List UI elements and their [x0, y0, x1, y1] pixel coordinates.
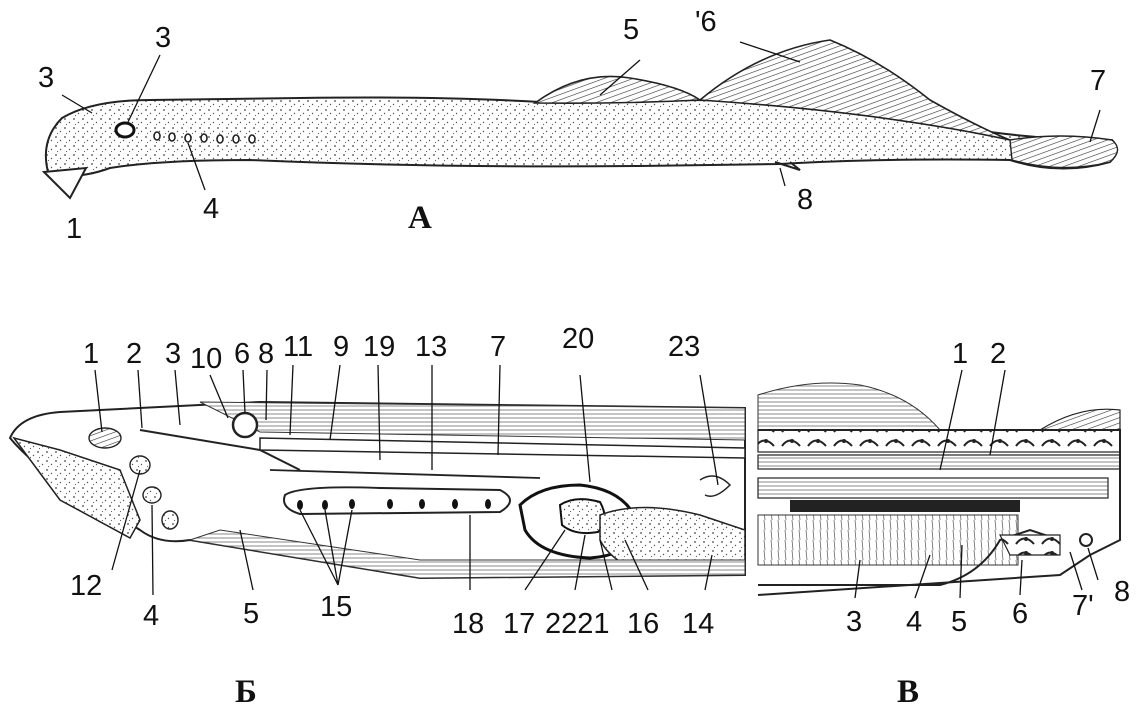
- panel-b-label: 8: [258, 340, 274, 369]
- caudal-fin: [1010, 136, 1118, 168]
- panel-b-label: 5: [243, 600, 259, 629]
- panel-c-label: 7': [1072, 592, 1094, 621]
- panel-a-label: 8: [797, 186, 813, 215]
- panel-b-label: 16: [627, 610, 659, 639]
- panel-a-label: '6: [695, 8, 717, 37]
- panel-b-label: 19: [363, 333, 395, 362]
- panel-b-label: 13: [415, 333, 447, 362]
- eye: [116, 123, 134, 137]
- panel-a-label: 3: [38, 64, 54, 93]
- panel-a-drawing: [44, 40, 1118, 198]
- panel-a-label: 1: [66, 215, 82, 244]
- panel-c-title: В: [897, 676, 919, 709]
- dorsal-aorta-band: [758, 478, 1108, 498]
- panel-b-drawing: [10, 365, 745, 595]
- panel-c-drawing: [758, 370, 1120, 598]
- panel-a-label: 4: [203, 195, 219, 224]
- panel-b-label: 4: [143, 602, 159, 631]
- panel-b-label: 1: [83, 340, 99, 369]
- spinal-cord-band: [758, 430, 1120, 452]
- urogenital-opening: [1080, 534, 1092, 546]
- panel-a-title: А: [408, 202, 432, 235]
- caudal-fin-tip: [1040, 409, 1120, 430]
- brain: [233, 413, 257, 437]
- tongue-cartilage: [89, 428, 121, 448]
- panel-c-label: 4: [906, 608, 922, 637]
- panel-a-label: 3: [155, 24, 171, 53]
- panel-a-label: 5: [623, 16, 639, 45]
- panel-b-label: 3: [165, 340, 181, 369]
- respiratory-tube: [284, 487, 510, 514]
- panel-b-label: 23: [668, 333, 700, 362]
- panel-b-label: 9: [333, 333, 349, 362]
- panel-c-label: 6: [1012, 600, 1028, 629]
- panel-b-label: 10: [190, 345, 222, 374]
- panel-b-title: Б: [235, 676, 257, 709]
- cloaca: [1000, 535, 1060, 555]
- panel-b-label: 6: [234, 340, 250, 369]
- panel-b-label: 14: [682, 610, 714, 639]
- panel-b-label: 20: [562, 325, 594, 354]
- panel-b-label: 2221: [545, 610, 610, 639]
- panel-a-label: 7: [1090, 67, 1106, 96]
- panel-c-label: 5: [951, 608, 967, 637]
- kidney-band: [790, 500, 1020, 512]
- panel-b-label: 11: [283, 333, 313, 362]
- heart: [560, 499, 605, 533]
- ventral-musculature-c: [758, 515, 1018, 565]
- panel-b-label: 15: [320, 593, 352, 622]
- panel-b-label: 7: [490, 333, 506, 362]
- panel-b-label: 17: [503, 610, 535, 639]
- panel-c-label: 1: [952, 340, 968, 369]
- panel-c-label: 3: [846, 608, 862, 637]
- panel-b-label: 18: [452, 610, 484, 639]
- panel-c-label: 2: [990, 340, 1006, 369]
- panel-c-label: 8: [1114, 578, 1130, 607]
- panel-b-label: 2: [126, 340, 142, 369]
- panel-b-label: 12: [70, 572, 102, 601]
- notochord-band: [758, 455, 1120, 469]
- oral-funnel: [44, 168, 86, 198]
- dorsal-fin-section: [758, 383, 940, 430]
